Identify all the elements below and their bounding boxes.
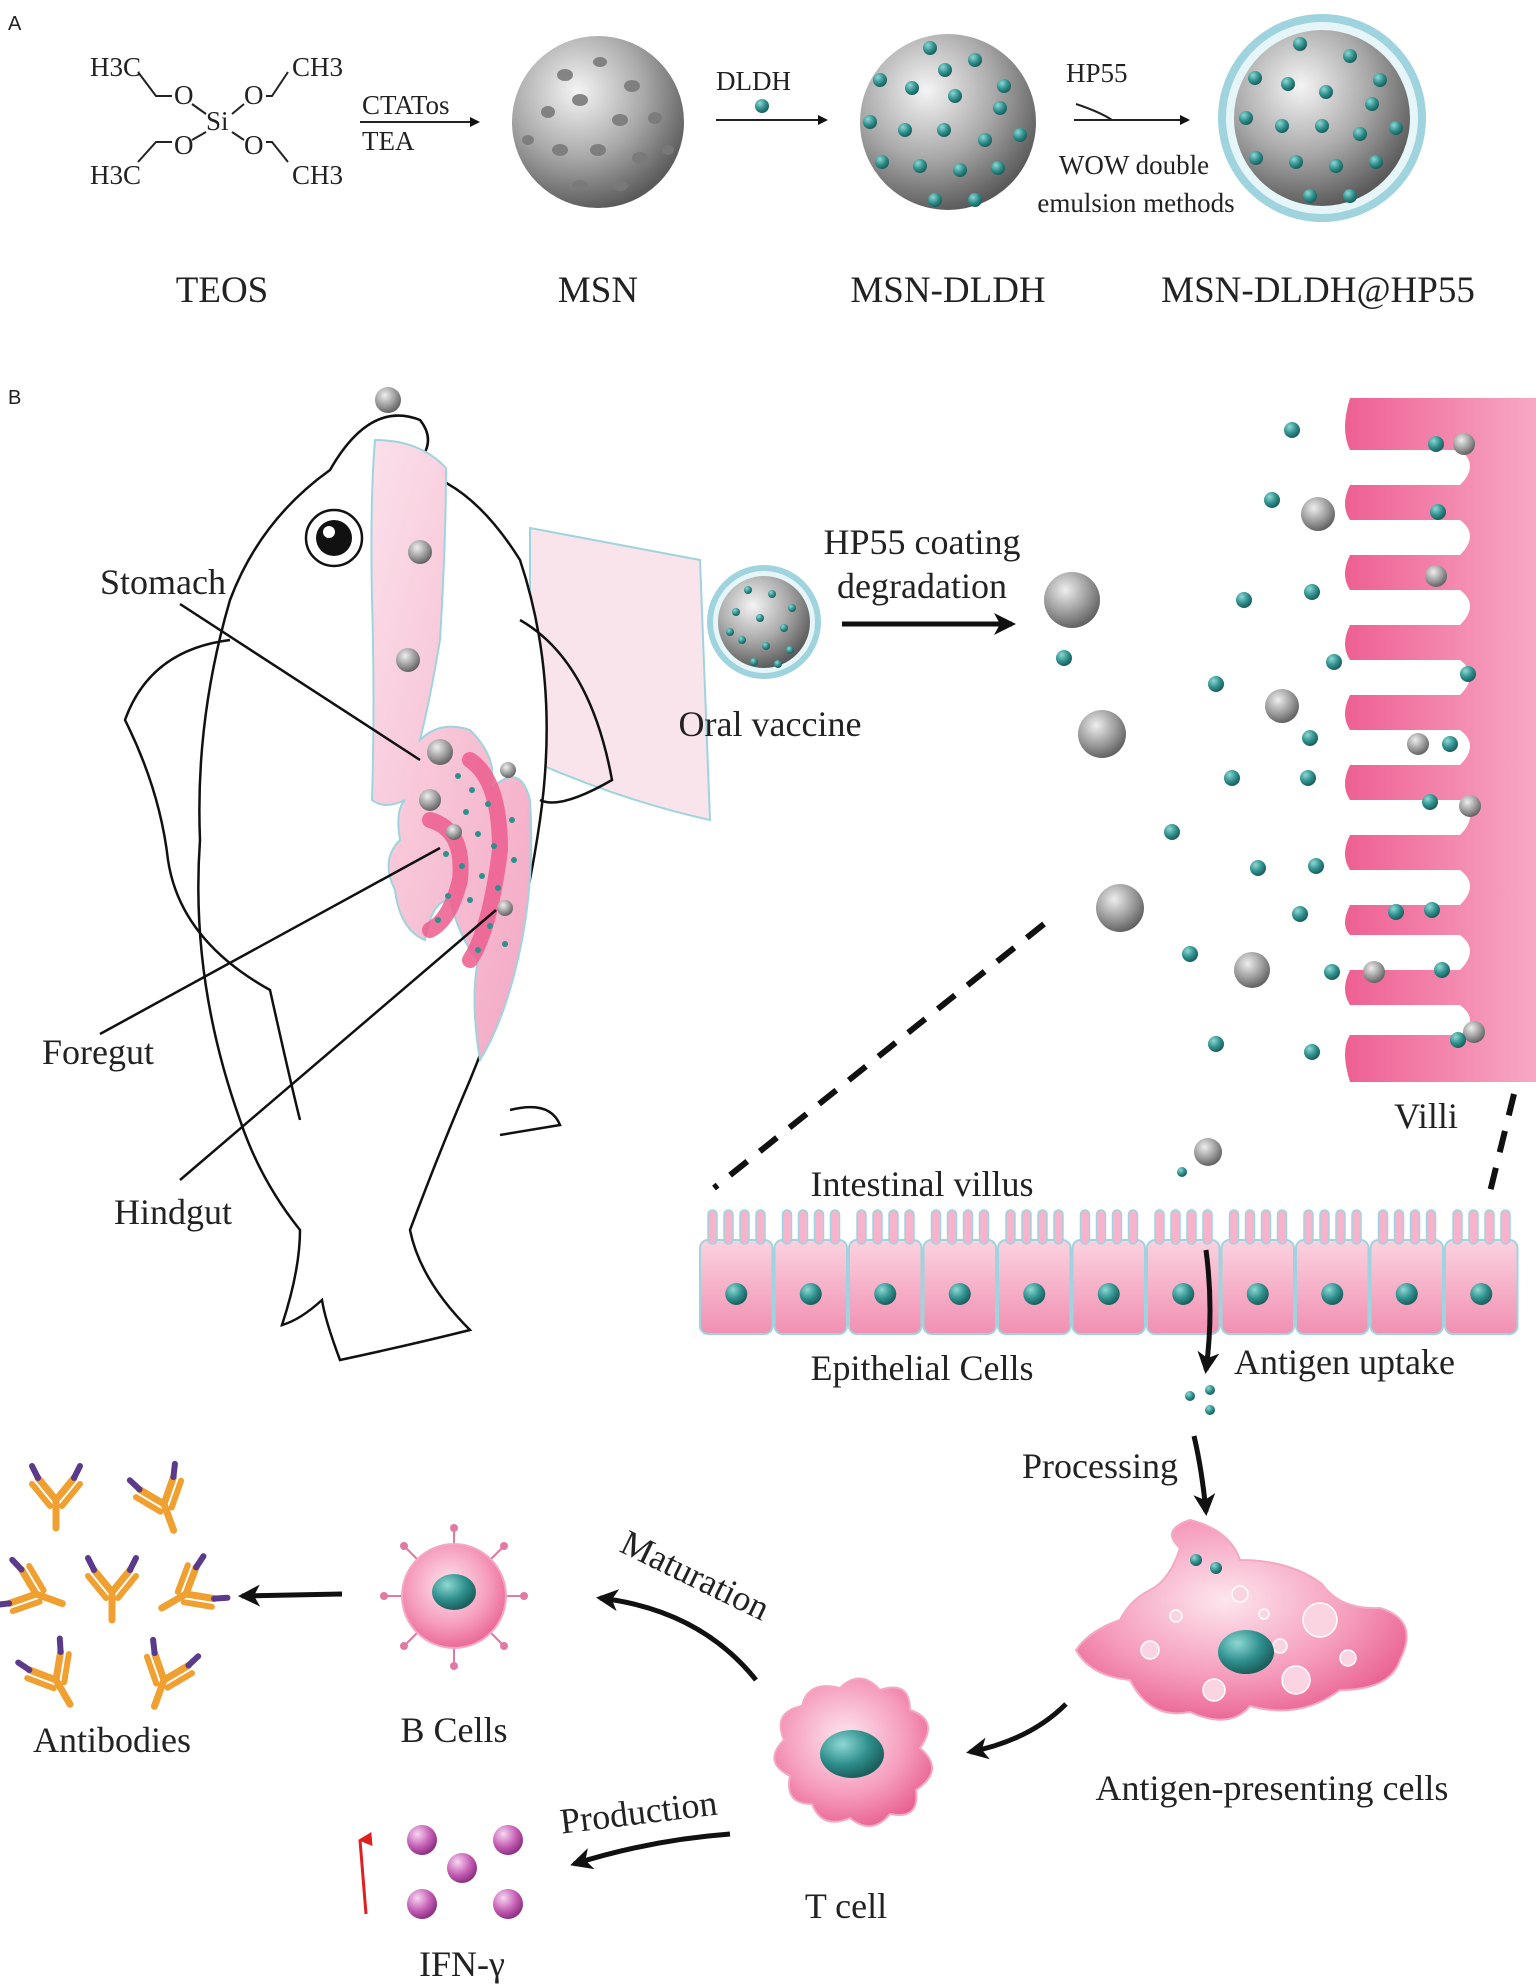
panel-a-label: A xyxy=(8,13,22,35)
teos-ch3-bottom: CH3 xyxy=(292,160,343,190)
apc-to-t-arrow xyxy=(966,1702,1068,1760)
fish-illustration xyxy=(123,414,712,1362)
msn-dldh-label: MSN-DLDH xyxy=(850,270,1045,311)
epithelial-cells-label: Epithelial Cells xyxy=(811,1348,1034,1388)
epithelial-cell xyxy=(1444,1209,1519,1335)
b-to-antibody-arrow xyxy=(238,1584,343,1607)
epithelial-cell xyxy=(1146,1209,1221,1335)
t-cell-label: T cell xyxy=(805,1886,887,1926)
step1-reagent-top: CTATos xyxy=(362,90,449,120)
b-cells-label: B Cells xyxy=(400,1710,507,1750)
panel-b-label: B xyxy=(8,387,21,409)
dldh-particle-icon xyxy=(755,99,769,113)
antibody-icon xyxy=(85,1555,139,1624)
fish-digestive-tract xyxy=(370,438,533,1063)
villi-label: Villi xyxy=(1394,1096,1458,1136)
teos-o4: O xyxy=(244,130,264,160)
apc-label: Antigen-presenting cells xyxy=(1096,1768,1449,1808)
msn-label: MSN xyxy=(558,270,638,311)
antibody-icon xyxy=(143,1636,202,1710)
teos-molecule: H3C CH3 H3C CH3 O O O O Si xyxy=(90,52,343,190)
b-cell xyxy=(380,1524,528,1670)
step2-reagent: DLDH xyxy=(716,66,791,96)
epithelial-cell xyxy=(922,1209,997,1335)
antigen-uptake-arrow xyxy=(1197,1249,1220,1374)
hindgut-leader xyxy=(179,909,497,1181)
maturation-label: Maturation xyxy=(615,1522,776,1628)
fish-eye xyxy=(304,508,364,568)
processing-label: Processing xyxy=(1022,1446,1178,1486)
epithelial-cell xyxy=(848,1209,923,1335)
t-cell xyxy=(773,1677,933,1827)
coating-label-line2: degradation xyxy=(837,566,1007,606)
antibody-icon xyxy=(126,1460,185,1534)
antibody-icon xyxy=(158,1553,231,1612)
oral-vaccine-label: Oral vaccine xyxy=(679,704,862,744)
processing-arrow xyxy=(1191,1435,1216,1516)
antibody-icon xyxy=(15,1635,74,1708)
epithelial-cell xyxy=(997,1209,1072,1335)
production-arrow xyxy=(570,1831,731,1870)
antigen-fragments xyxy=(1185,1385,1215,1415)
antibodies-label: Antibodies xyxy=(33,1720,191,1760)
epithelial-cell xyxy=(1295,1209,1370,1335)
hindgut-label: Hindgut xyxy=(114,1192,232,1232)
antigen-uptake-label: Antigen uptake xyxy=(1234,1342,1455,1382)
step3-arrow xyxy=(1075,103,1190,125)
teos-label: TEOS xyxy=(176,270,269,311)
antibody-icon xyxy=(0,1556,66,1615)
coating-label-line1: HP55 coating xyxy=(824,522,1021,562)
lumen-particles xyxy=(1044,422,1485,1177)
intestinal-villus-label: Intestinal villus xyxy=(811,1164,1034,1204)
vaccine-particle-icon xyxy=(375,387,401,413)
antibody-cluster xyxy=(0,1460,231,1710)
zoom-line-left xyxy=(712,921,1046,1191)
foregut-label: Foregut xyxy=(42,1032,154,1072)
teos-o1: O xyxy=(174,80,194,110)
epithelial-cell xyxy=(773,1209,848,1335)
zoom-line-right xyxy=(1485,1093,1517,1201)
antigen-presenting-cell xyxy=(1074,1518,1408,1721)
teos-o3: O xyxy=(174,130,194,160)
stomach-label: Stomach xyxy=(100,562,226,602)
production-label: Production xyxy=(558,1783,720,1842)
increase-arrow-icon xyxy=(358,1832,373,1915)
oral-vaccine-particle xyxy=(707,565,821,679)
foregut-leader xyxy=(99,846,441,1036)
msn-dldh-hp55-sphere xyxy=(1218,14,1426,222)
msn-dldh-hp55-label: MSN-DLDH@HP55 xyxy=(1161,270,1475,311)
teos-h3c-bottom: H3C xyxy=(90,160,141,190)
teos-si: Si xyxy=(206,106,229,136)
epithelial-cell xyxy=(1071,1209,1146,1335)
teos-o2: O xyxy=(244,80,264,110)
ifn-gamma-label: IFN-γ xyxy=(419,1944,505,1984)
step1-reagent-bottom: TEA xyxy=(362,126,415,156)
ifn-gamma-molecules xyxy=(407,1825,523,1919)
teos-ch3-top: CH3 xyxy=(292,52,343,82)
epithelial-cell xyxy=(1220,1209,1295,1335)
step3-method-line1: WOW double xyxy=(1059,150,1209,180)
maturation-arrow xyxy=(596,1589,758,1682)
epithelial-cell xyxy=(699,1209,774,1335)
epithelial-cell-row xyxy=(699,1209,1519,1335)
msn-dldh-sphere xyxy=(860,34,1036,210)
step3-method-line2: emulsion methods xyxy=(1037,188,1234,218)
epithelial-cell xyxy=(1369,1209,1444,1335)
step3-reagent: HP55 xyxy=(1066,58,1128,88)
msn-sphere xyxy=(512,36,684,208)
teos-h3c-top: H3C xyxy=(90,52,141,82)
antibody-icon xyxy=(29,1463,83,1532)
stomach-leader xyxy=(179,602,421,762)
